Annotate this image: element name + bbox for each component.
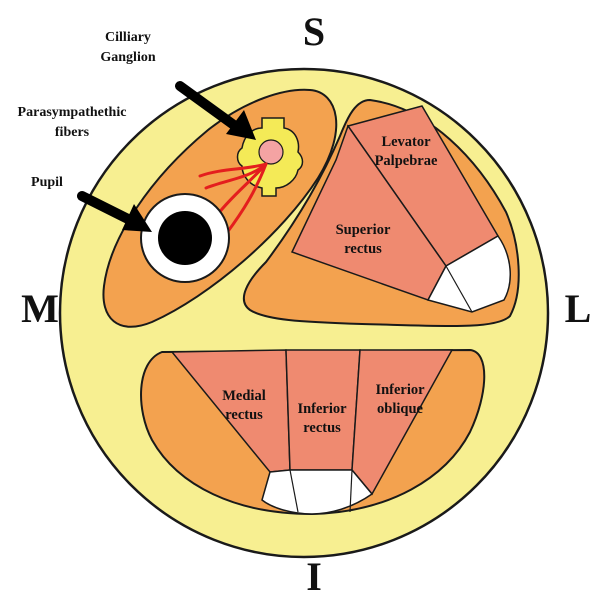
label-superior-rectus-line1: Superior [336, 222, 391, 238]
direction-lateral: L [565, 286, 592, 331]
label-inferior-rectus-line1: Inferior [297, 401, 347, 417]
label-ciliary-line1: Cilliary [105, 30, 151, 45]
direction-medial: M [21, 286, 59, 331]
label-medial-rectus-line2: rectus [225, 407, 263, 423]
label-pupil: Pupil [31, 175, 63, 190]
label-medial-rectus-line1: Medial [222, 388, 266, 404]
pupil [141, 194, 229, 282]
direction-inferior: I [306, 554, 322, 599]
label-parasympathetic-line2: fibers [55, 125, 90, 140]
label-inferior-oblique-line1: Inferior [375, 382, 425, 398]
label-inferior-oblique-line2: oblique [377, 401, 423, 417]
label-superior-rectus-line2: rectus [344, 241, 382, 257]
direction-superior: S [303, 9, 325, 54]
label-ciliary-line2: Ganglion [100, 50, 155, 65]
label-levator-line1: Levator [381, 134, 431, 150]
label-levator-line2: Palpebrae [375, 153, 438, 169]
label-inferior-rectus-line2: rectus [303, 420, 341, 436]
label-parasympathetic-line1: Parasympathethic [18, 105, 127, 120]
